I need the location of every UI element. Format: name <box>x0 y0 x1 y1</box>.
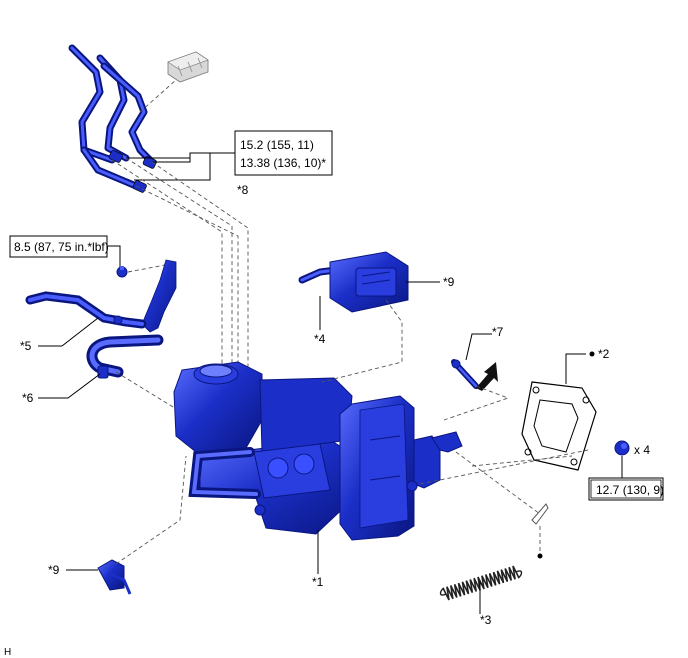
corner-code: H <box>4 647 11 658</box>
torque-value-bracket: 8.5 (87, 75 in.*lbf) <box>14 240 109 254</box>
wire-harness-connector <box>298 251 409 330</box>
arrow-icon <box>476 362 498 391</box>
quantity-label: x 4 <box>634 443 650 457</box>
callout-9-top: *9 <box>443 275 455 289</box>
bullet-dot <box>537 553 543 559</box>
torque-value-lines-1: 15.2 (155, 11) <box>240 138 314 152</box>
brake-master-cylinder-assembly <box>173 361 463 541</box>
bullet-dot <box>589 351 595 357</box>
clip <box>531 503 549 525</box>
brake-tube-assembly <box>68 44 157 193</box>
callout-4: *4 <box>314 332 326 346</box>
callout-5: *5 <box>20 339 32 353</box>
nut <box>614 440 630 456</box>
connector-icon <box>167 51 209 83</box>
wire-harness-connector-lower <box>97 559 132 595</box>
callout-1: *1 <box>312 575 324 589</box>
torque-box-lines: 15.2 (155, 11) 13.38 (136, 10)* <box>126 130 333 181</box>
callout-7: *7 <box>492 325 504 339</box>
torque-value-lines-2: 13.38 (136, 10)* <box>240 156 326 170</box>
callout-3: *3 <box>480 613 492 627</box>
callout-2: *2 <box>598 347 610 361</box>
callout-9-bottom: *9 <box>48 563 60 577</box>
torque-box-bracket: 8.5 (87, 75 in.*lbf) <box>9 235 121 270</box>
gasket <box>521 381 597 471</box>
callout-8: *8 <box>237 183 249 197</box>
reservoir-bracket <box>25 259 177 333</box>
torque-value-nut: 12.7 (130, 9) <box>596 483 664 497</box>
push-rod-pin <box>451 359 479 389</box>
return-spring <box>439 565 523 601</box>
reservoir-hose <box>86 334 164 379</box>
callout-6: *6 <box>22 391 34 405</box>
bracket-bolt <box>116 266 128 278</box>
torque-box-nut: 12.7 (130, 9) <box>588 477 664 501</box>
